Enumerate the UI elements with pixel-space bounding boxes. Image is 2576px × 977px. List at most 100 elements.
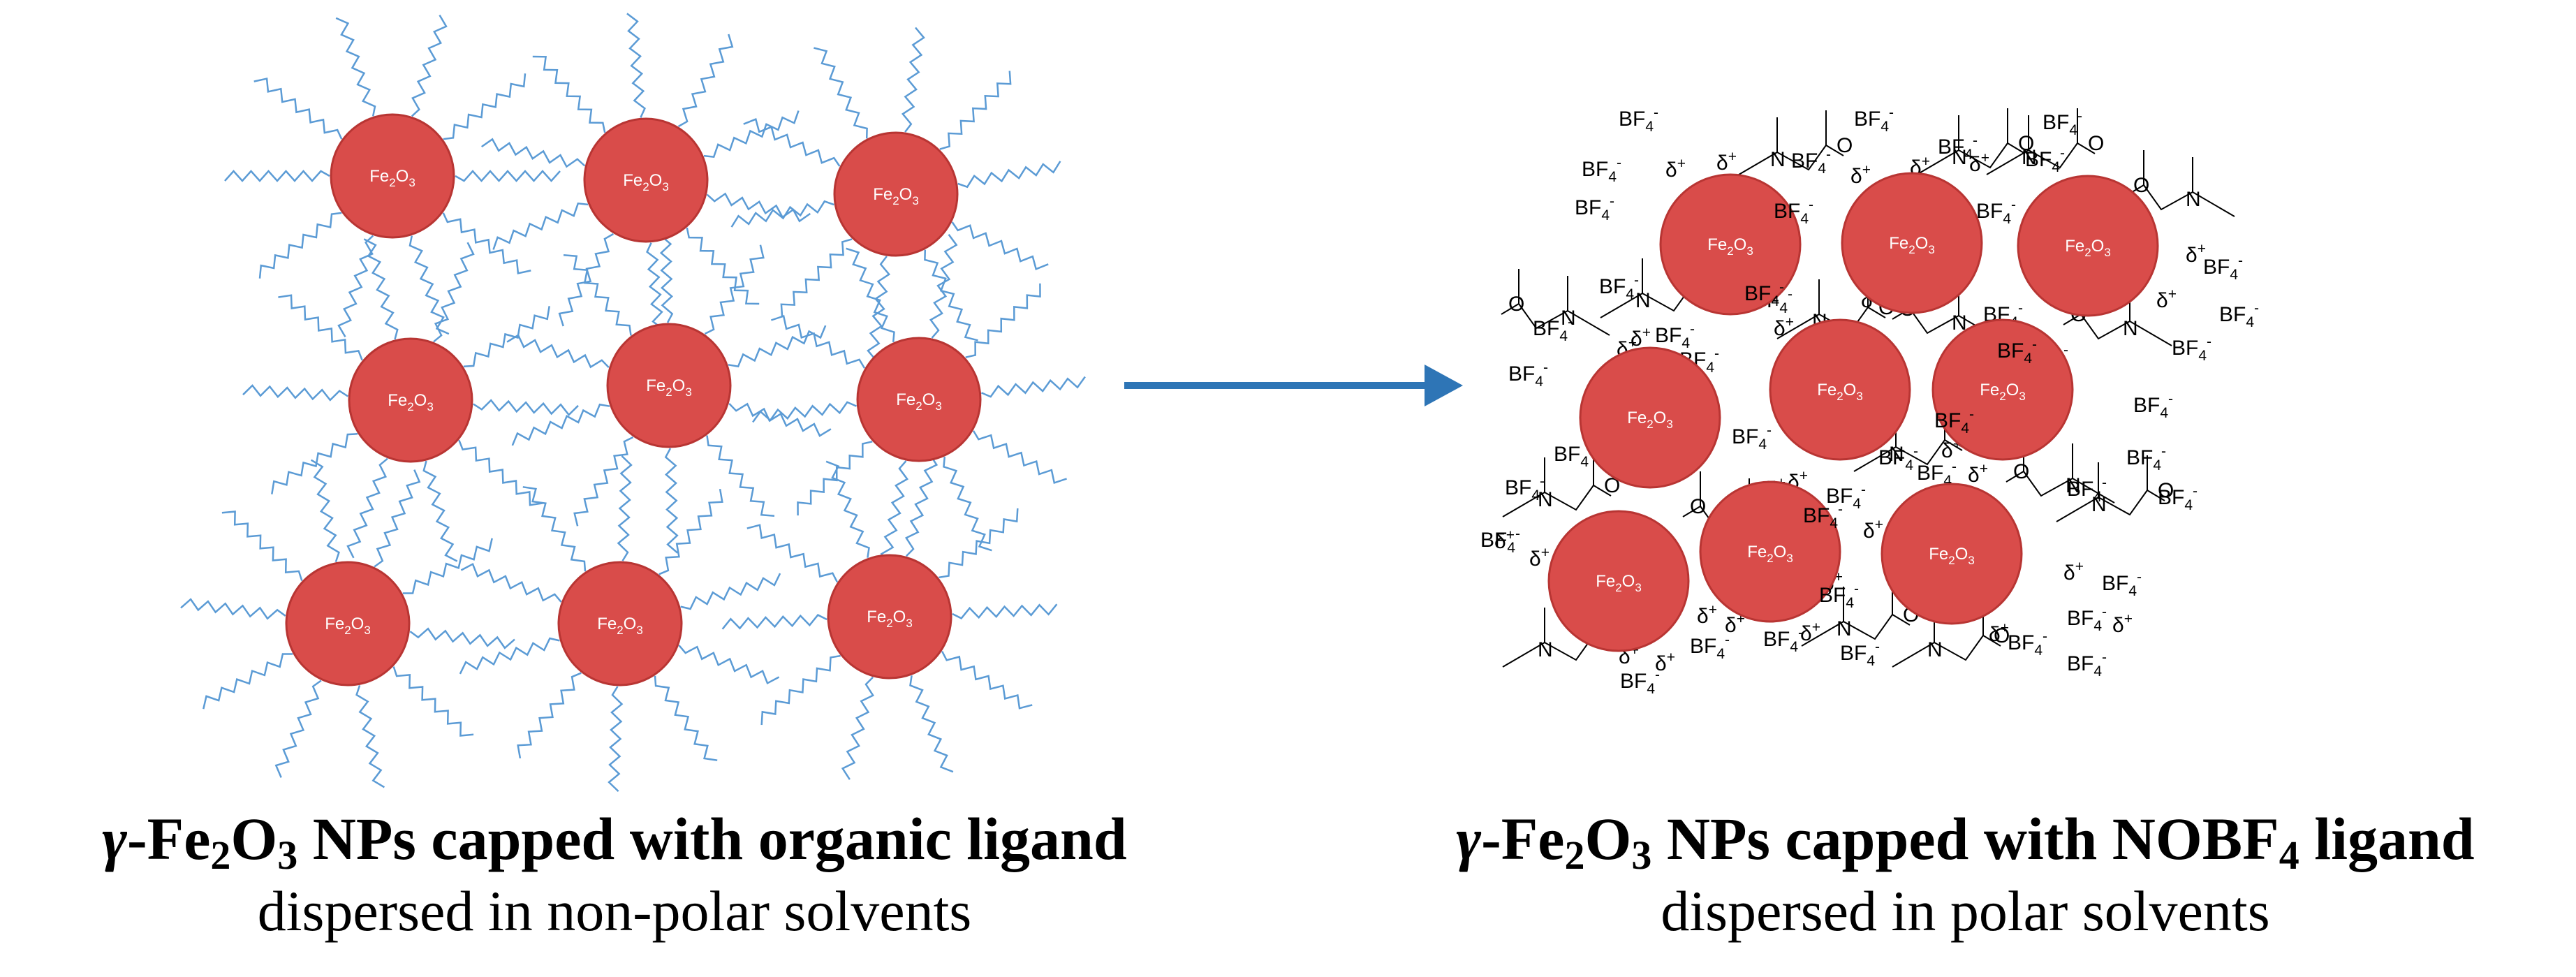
delta-symbol: δ (1863, 520, 1875, 543)
bf4-anion-label: BF4- (1774, 197, 1813, 227)
organic-ligand-chain (941, 651, 1033, 710)
bf4-anion-label: BF4- (2025, 145, 2065, 175)
delta-plus-label: δ+ (1863, 517, 1883, 543)
oxygen-atom-label: O (1508, 293, 1524, 316)
delta-superscript: + (1628, 335, 1637, 351)
oxygen-atom-label: O (2158, 479, 2174, 502)
fe2o3-label-part: Fe (2065, 237, 2084, 256)
nitrogen-atom-label: N (2186, 188, 2201, 211)
bf4-superscript: - (1952, 459, 1957, 475)
nitrogen-atom-label: N (2123, 317, 2138, 340)
fe2o3-label-part: Fe (1929, 545, 1948, 564)
organic-ligand-chain (271, 433, 358, 494)
bf4-subscript: 4 (2052, 159, 2060, 175)
title-subscript: 3 (1631, 832, 1652, 878)
bf4-base: BF (1938, 135, 1964, 159)
organic-ligand-chain (939, 71, 1012, 150)
oxygen-atom-label: O (2088, 132, 2104, 155)
organic-ligand-chain (728, 325, 827, 368)
delta-superscript: + (1875, 517, 1883, 533)
fe2o3-label: Fe2O3 (325, 615, 371, 637)
bf4-base: BF (1690, 635, 1716, 658)
nanoparticle-core (833, 131, 959, 257)
fe2o3-label-part: 2 (407, 400, 413, 413)
delta-superscript: + (1922, 154, 1930, 170)
bf4-subscript: 4 (1645, 119, 1654, 135)
bf4-subscript: 4 (1964, 147, 1973, 163)
fe2o3-label-part: 2 (389, 176, 395, 189)
organic-ligand-chain (455, 170, 561, 182)
delta-superscript: + (1812, 619, 1820, 636)
organic-ligand-chain (880, 460, 909, 566)
fe2o3-label-part: 3 (2019, 390, 2025, 403)
bf4-anion-label: BF4- (2158, 483, 2198, 513)
fe2o3-label-part: O (351, 615, 365, 633)
delta-superscript: + (2198, 241, 2206, 257)
fe2o3-label-part: Fe (1980, 381, 1999, 399)
bf4-anion-label: BF4- (1732, 423, 1772, 453)
organic-ligand-chain (460, 562, 562, 603)
fe2o3-label: Fe2O3 (1929, 545, 1975, 567)
bf4-base: BF (2025, 148, 2052, 171)
fe2o3-label: Fe2O3 (2065, 237, 2111, 259)
nitrogen-atom-label: N (1770, 148, 1786, 171)
bf4-anion-label: BF4- (1599, 272, 1639, 302)
bf4-superscript: - (1540, 473, 1545, 490)
delta-symbol: δ (1989, 623, 2001, 646)
bf4-subscript: 4 (1758, 436, 1767, 453)
delta-symbol: δ (1665, 159, 1677, 182)
organic-ligand-chain (442, 212, 531, 274)
organic-ligand-chain (224, 170, 330, 182)
gamma-symbol: γ (1456, 805, 1482, 872)
nitrogen-atom-label: N (1889, 443, 1904, 466)
fe2o3-label: Fe2O3 (597, 615, 643, 637)
organic-ligand-chain (337, 235, 374, 338)
bf4-base: BF (2219, 303, 2246, 326)
fe2o3-label-part: Fe (1596, 572, 1615, 591)
nitrogen-atom-label: N (1538, 638, 1553, 661)
nanoparticle-core (348, 337, 473, 463)
fe2o3-label-part: Fe (867, 608, 886, 626)
fe2o3-nanoparticle: Fe2O3 (285, 561, 411, 686)
dmf-ligand-skeleton (1986, 108, 2096, 175)
bf4-base: BF (1655, 324, 1681, 347)
bf4-superscript: - (1714, 346, 1719, 362)
bf4-base: BF (2133, 394, 2160, 417)
fe2o3-label-part: 3 (662, 180, 668, 193)
fe2o3-label-part: Fe (388, 391, 407, 410)
bf4-anion-label: BF4- (1655, 321, 1695, 351)
bf4-base: BF (1505, 476, 1531, 499)
bf4-superscript: - (2102, 604, 2107, 620)
fe2o3-label: Fe2O3 (867, 608, 913, 630)
fe2o3-label-part: 3 (935, 399, 941, 413)
delta-superscript: + (1799, 468, 1808, 484)
oxygen-atom-label: O (2133, 174, 2149, 197)
delta-symbol: δ (1800, 622, 1812, 645)
bf4-anion-label: BF4- (1690, 632, 1730, 662)
organic-ligand-chain (664, 448, 679, 554)
fe2o3-label-part: 2 (1837, 390, 1843, 403)
delta-symbol: δ (2156, 289, 2168, 312)
delta-superscript: + (2124, 611, 2133, 627)
bf4-superscript: - (1788, 286, 1793, 302)
bf4-base: BF (1854, 108, 1881, 131)
bf4-superscript: - (2207, 334, 2211, 350)
fe2o3-nanoparticle: Fe2O3 (1699, 480, 1841, 623)
bf4-anion-label: BF4- (2067, 475, 2107, 505)
bf4-superscript: - (2077, 108, 2082, 124)
fe2o3-label-part: O (1915, 234, 1929, 253)
dmf-ligand-skeleton (1735, 110, 1844, 177)
delta-superscript: + (1541, 545, 1550, 561)
bf4-subscript: 4 (2069, 122, 2077, 138)
bf4-base: BF (1620, 670, 1647, 693)
organic-ligand-chain (458, 439, 543, 506)
fe2o3-label-part: 2 (915, 399, 922, 413)
organic-ligand-chain (771, 314, 866, 369)
organic-ligand-chain (658, 488, 723, 575)
bf4-superscript: - (1543, 360, 1548, 376)
bf4-anion-label: BF4- (2219, 300, 2259, 330)
oxygen-atom-label: O (1690, 495, 1706, 518)
bf4-base: BF (2172, 337, 2198, 360)
bf4-subscript: 4 (2003, 211, 2011, 227)
bf4-superscript: - (1725, 632, 1730, 648)
